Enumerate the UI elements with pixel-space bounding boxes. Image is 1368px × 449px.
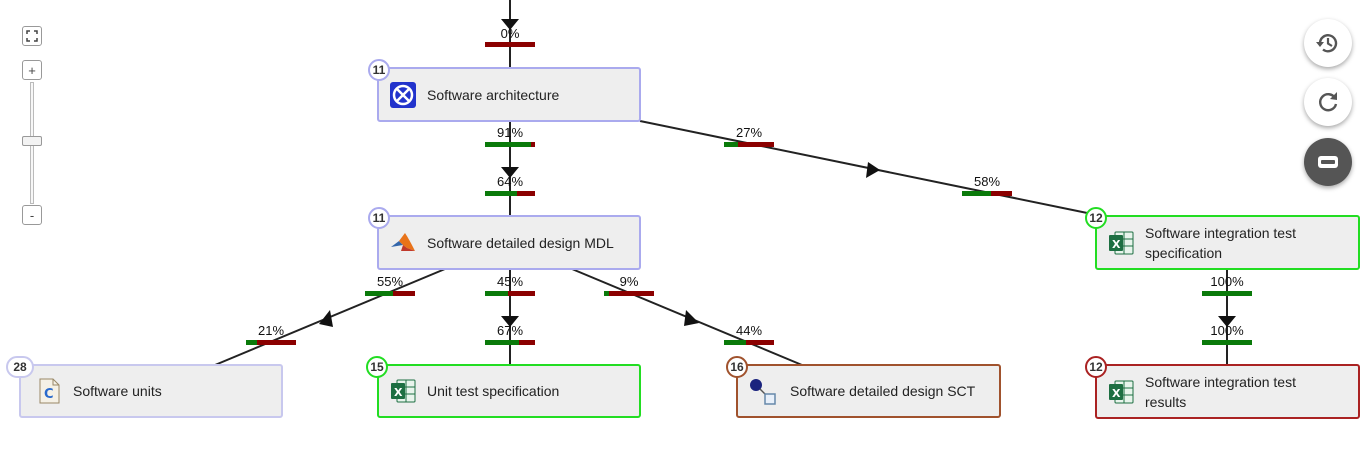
node-software-detailed-design-sct[interactable]: Software detailed design SCT — [736, 364, 1001, 418]
svg-text:X: X — [394, 386, 403, 399]
coverage-label: 27% — [735, 125, 763, 140]
coverage-label: 64% — [496, 174, 524, 189]
history-icon — [1316, 34, 1338, 53]
excel-icon: X — [1109, 231, 1134, 254]
coverage-bar-uncovered — [485, 42, 535, 47]
arrowhead — [501, 167, 519, 178]
coverage-bar-covered — [485, 142, 531, 147]
arrowhead — [501, 19, 519, 30]
node-label: Software integration test specification — [1145, 224, 1296, 261]
refresh-button[interactable] — [1304, 78, 1352, 126]
coverage-bar-covered — [485, 191, 517, 196]
coverage-bar-covered — [1202, 291, 1252, 296]
coverage-bar-uncovered — [738, 142, 774, 147]
toggle-view-button[interactable] — [1304, 138, 1352, 186]
sct-diagram-icon — [750, 379, 776, 405]
fit-screen-icon[interactable] — [22, 26, 42, 46]
count-badge: 12 — [1085, 356, 1107, 378]
node-label: Unit test specification — [427, 383, 560, 399]
excel-icon: X — [1109, 380, 1134, 403]
count-badge: 15 — [366, 356, 388, 378]
matlab-icon — [391, 232, 415, 251]
coverage-bar-uncovered — [517, 191, 535, 196]
coverage-bar-covered — [962, 191, 991, 196]
coverage-label: 21% — [257, 323, 285, 338]
node-label: Software units — [73, 383, 162, 399]
coverage-label: 9% — [619, 274, 639, 289]
coverage-label: 55% — [376, 274, 404, 289]
count-badge: 16 — [726, 356, 748, 378]
node-label: Software detailed design SCT — [790, 383, 976, 399]
coverage-label: 58% — [973, 174, 1001, 189]
c-file-icon: C — [39, 378, 60, 404]
coverage-bar-covered — [365, 291, 393, 296]
zoom-slider-thumb[interactable] — [22, 136, 42, 146]
coverage-bar-covered — [1202, 340, 1252, 345]
zoom-out-button[interactable]: - — [22, 205, 42, 225]
coverage-label: 100% — [1210, 323, 1244, 338]
arrowhead — [866, 162, 880, 178]
svg-text:X: X — [1112, 238, 1121, 251]
coverage-label: 0% — [500, 26, 520, 41]
coverage-bar-uncovered — [991, 191, 1012, 196]
coverage-bar-covered — [485, 291, 508, 296]
arrowhead — [501, 316, 519, 327]
coverage-bar-uncovered — [609, 291, 654, 296]
coverage-bar-covered — [485, 340, 519, 345]
count-badge: 28 — [6, 356, 34, 378]
coverage-bar-uncovered — [257, 340, 296, 345]
svg-text:C: C — [44, 387, 54, 402]
node-label: Software integration test results — [1145, 373, 1296, 410]
refresh-icon — [1319, 92, 1338, 112]
count-badge: 11 — [368, 59, 390, 81]
coverage-bar-uncovered — [508, 291, 535, 296]
architecture-icon — [390, 81, 416, 108]
coverage-bar-uncovered — [519, 340, 535, 345]
history-button[interactable] — [1304, 19, 1352, 67]
coverage-label: 45% — [496, 274, 524, 289]
coverage-bar-covered — [604, 291, 609, 296]
coverage-label: 100% — [1210, 274, 1244, 289]
node-software-units[interactable]: C Software units — [19, 364, 283, 418]
arrowhead — [1218, 316, 1236, 327]
node-unit-test-specification[interactable]: X Unit test specification — [377, 364, 641, 418]
coverage-bar-covered — [724, 340, 746, 345]
node-software-integration-test-specification[interactable]: X Software integration test specificatio… — [1095, 215, 1360, 270]
coverage-bar-covered — [246, 340, 257, 345]
toggle-view-icon — [1318, 156, 1338, 168]
coverage-bar-covered — [724, 142, 738, 147]
coverage-label: 44% — [735, 323, 763, 338]
count-badge: 11 — [368, 207, 390, 229]
arrowhead — [319, 310, 333, 327]
node-software-detailed-design-mdl[interactable]: Software detailed design MDL — [377, 215, 641, 270]
node-label: Software detailed design MDL — [427, 234, 614, 251]
coverage-bar-uncovered — [531, 142, 535, 147]
node-software-architecture[interactable]: Software architecture — [377, 67, 641, 122]
arrowhead — [684, 310, 699, 326]
excel-icon: X — [391, 379, 416, 403]
node-software-integration-test-results[interactable]: X Software integration test results — [1095, 364, 1360, 419]
svg-text:X: X — [1112, 387, 1121, 400]
coverage-bar-uncovered — [746, 340, 774, 345]
node-label: Software architecture — [427, 86, 560, 103]
coverage-label: 67% — [496, 323, 524, 338]
coverage-bar-uncovered — [393, 291, 415, 296]
count-badge: 12 — [1085, 207, 1107, 229]
zoom-in-button[interactable]: + — [22, 60, 42, 80]
coverage-label: 91% — [496, 125, 524, 140]
